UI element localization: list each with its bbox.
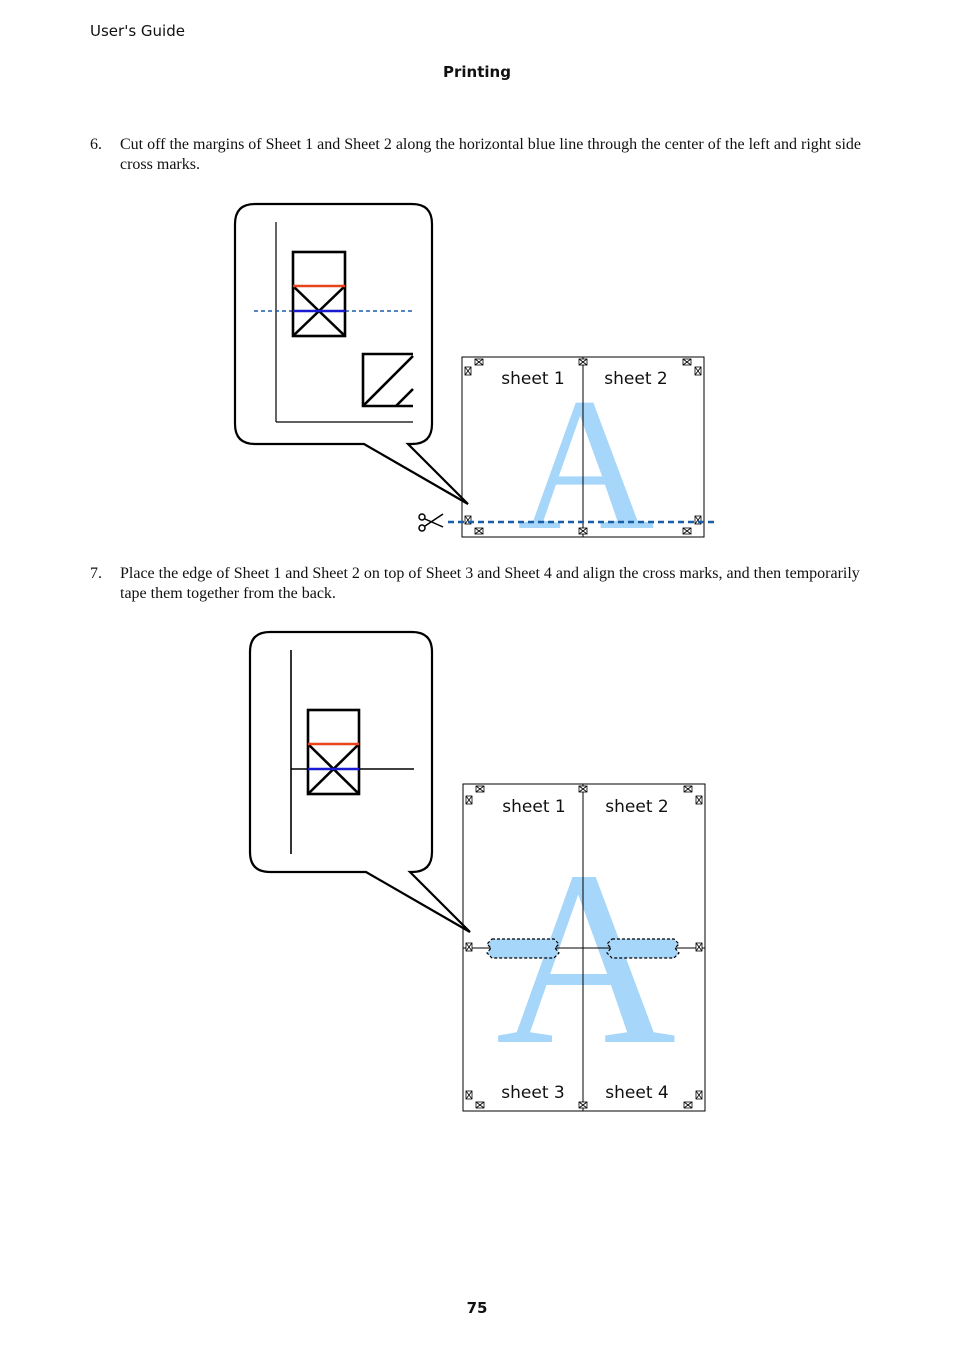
section-title: Printing bbox=[443, 63, 511, 81]
document-title: User's Guide bbox=[90, 22, 185, 40]
page-number: 75 bbox=[466, 1299, 488, 1317]
step-text: Place the edge of Sheet 1 and Sheet 2 on… bbox=[120, 565, 860, 602]
scissors-icon bbox=[418, 513, 444, 532]
sheet-label: sheet 2 bbox=[604, 369, 667, 389]
step-text: Cut off the margins of Sheet 1 and Sheet… bbox=[120, 136, 861, 173]
sheet-label: sheet 2 bbox=[605, 797, 668, 817]
sheet-label: sheet 4 bbox=[605, 1083, 668, 1103]
watermark-letter: A bbox=[496, 820, 677, 1097]
tape-strips bbox=[486, 938, 680, 959]
callout-bubble bbox=[233, 202, 469, 505]
registration-marks bbox=[464, 358, 702, 535]
registration-marks bbox=[465, 785, 703, 1109]
step-number: 7. bbox=[90, 565, 102, 582]
cut-margins-illustration: A sheet 1 sheet 2 bbox=[233, 202, 714, 560]
sheet-label: sheet 1 bbox=[501, 369, 564, 389]
watermark-letter: A bbox=[517, 360, 654, 560]
cross-mark-partial bbox=[361, 352, 414, 408]
tape-sheets-illustration: A sheet 1 sheet 2 sheet 3 sheet 4 bbox=[248, 630, 706, 1112]
step-number: 6. bbox=[90, 136, 102, 153]
step-7: 7. Place the edge of Sheet 1 and Sheet 2… bbox=[90, 564, 880, 604]
cross-mark-zoomed bbox=[291, 250, 347, 338]
sheet-label: sheet 3 bbox=[501, 1083, 564, 1103]
step-6: 6. Cut off the margins of Sheet 1 and Sh… bbox=[90, 135, 880, 175]
sheet-label: sheet 1 bbox=[502, 797, 565, 817]
callout-bubble bbox=[248, 630, 471, 933]
cross-mark-zoomed bbox=[306, 708, 361, 796]
